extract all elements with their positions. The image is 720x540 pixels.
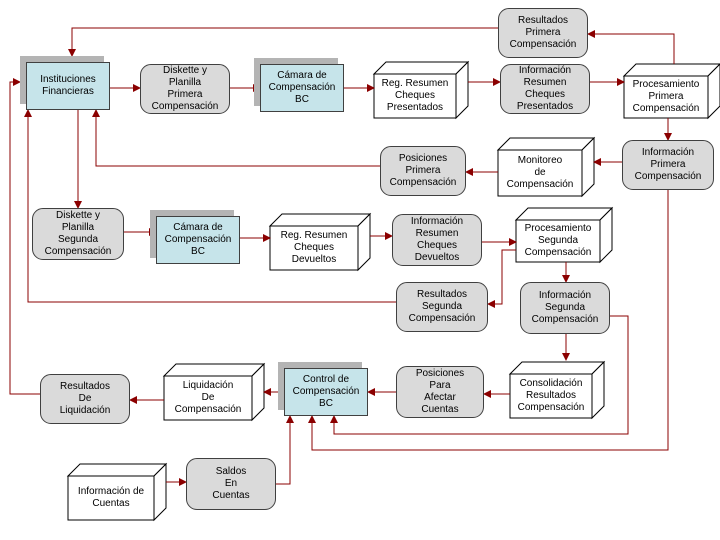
node-reg-resumen-presentados: Reg. Resumen Cheques Presentados <box>381 78 449 113</box>
node-camara-compensacion-1: Cámara de Compensación BC <box>260 64 344 112</box>
cube-liquidacion <box>162 362 266 422</box>
node-procesamiento-segunda: Procesamiento Segunda Compensación <box>524 223 592 258</box>
node-resultados-segunda: Resultados Segunda Compensación <box>396 282 488 332</box>
arrow-resultados-primera-to-instituciones <box>68 27 498 57</box>
node-posiciones-afectar: Posiciones Para Afectar Cuentas <box>396 366 484 418</box>
cube-shapes <box>66 60 720 522</box>
arrow-info-segunda-to-control <box>330 315 629 435</box>
node-monitoreo-compensacion: Monitoreo de Compensación <box>506 155 574 190</box>
node-saldos-en-cuentas: Saldos En Cuentas <box>186 458 276 510</box>
arrow-info-primera-to-control <box>308 190 669 451</box>
node-informacion-resumen-presentados: Información Resumen Cheques Presentados <box>500 64 590 114</box>
node-instituciones-financieras: Instituciones Financieras <box>26 62 110 110</box>
node-camara-compensacion-2: Cámara de Compensación BC <box>156 216 240 264</box>
arrow-proc-to-resultados-primera <box>587 30 675 64</box>
cube-procesamiento-segunda <box>514 206 614 264</box>
node-resultados-liquidacion: Resultados De Liquidación <box>40 374 130 424</box>
arrow-resultados-liq-to-instituciones <box>9 78 40 395</box>
node-informacion-de-cuentas: Información de Cuentas <box>77 486 145 509</box>
node-consolidacion-resultados: Consolidación Resultados Compensación <box>517 378 585 413</box>
node-informacion-resumen-devueltos: Información Resumen Cheques Devueltos <box>392 214 482 266</box>
node-posiciones-primera: Posiciones Primera Compensación <box>380 146 466 196</box>
cube-reg-devueltos <box>268 212 372 272</box>
arrow-proc-to-resultados-segunda <box>487 249 516 308</box>
node-procesamiento-primera: Procesamiento Primera Compensación <box>632 79 700 114</box>
node-reg-resumen-devueltos: Reg. Resumen Cheques Devueltos <box>280 230 348 265</box>
arrow-posiciones-to-instituciones <box>92 109 380 167</box>
node-informacion-segunda: Información Segunda Compensación <box>520 282 610 334</box>
arrow-resultados-segunda-to-instituciones <box>24 109 396 303</box>
node-liquidacion-compensacion: Liquidación De Compensación <box>174 380 242 415</box>
cube-reg-presentados <box>372 60 470 120</box>
arrow-saldos-to-control <box>276 415 294 485</box>
cube-informacion-cuentas <box>66 462 168 522</box>
node-informacion-primera: Información Primera Compensación <box>622 140 714 190</box>
node-diskette-planilla-segunda: Diskette y Planilla Segunda Compensación <box>32 208 124 260</box>
cube-procesamiento-primera <box>622 63 720 120</box>
cube-consolidacion <box>508 360 606 420</box>
connectors <box>9 27 675 486</box>
node-resultados-primera: Resultados Primera Compensación <box>498 8 588 58</box>
node-control-compensacion: Control de Compensación BC <box>284 368 368 416</box>
cube-monitoreo <box>496 136 596 198</box>
node-diskette-planilla-primera: Diskette y Planilla Primera Compensación <box>140 64 230 114</box>
